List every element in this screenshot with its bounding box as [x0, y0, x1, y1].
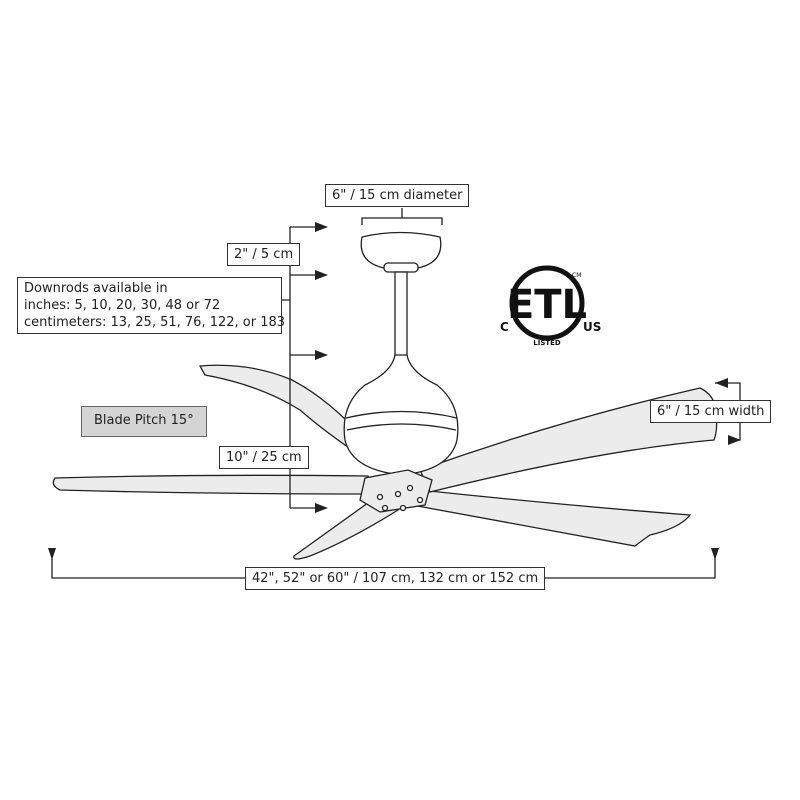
diameter-label: 6" / 15 cm diameter	[325, 184, 470, 207]
downrods-title: Downrods available in	[24, 281, 168, 296]
svg-text:C: C	[500, 320, 509, 334]
etl-listed-logo: ETL CM C US LISTED	[500, 265, 601, 347]
hub	[359, 469, 433, 513]
downrods-centimeters: centimeters: 13, 25, 51, 76, 122, or 183	[24, 315, 286, 330]
downrod	[394, 271, 408, 358]
canopy-collar	[383, 262, 419, 273]
svg-text:CM: CM	[572, 272, 581, 279]
svg-text:US: US	[583, 320, 601, 334]
canopy-height-label: 2" / 5 cm	[227, 243, 301, 266]
blade-span-label: 42", 52" or 60" / 107 cm, 132 cm or 152 …	[245, 567, 546, 590]
canopy	[360, 231, 442, 269]
svg-text:LISTED: LISTED	[533, 339, 561, 347]
downrods-inches: inches: 5, 10, 20, 30, 48 or 72	[24, 298, 221, 313]
blade-bottom-right	[411, 489, 692, 547]
blade-bottom-left	[293, 499, 400, 560]
svg-text:ETL: ETL	[507, 282, 587, 328]
blade-left-long	[52, 474, 371, 495]
blade-pitch-label: Blade Pitch 15°	[81, 406, 207, 437]
downrods-info: Downrods available in inches: 5, 10, 20,…	[17, 277, 286, 334]
motor-height-label: 10" / 25 cm	[219, 446, 309, 469]
blade-width-label: 6" / 15 cm width	[650, 400, 772, 423]
